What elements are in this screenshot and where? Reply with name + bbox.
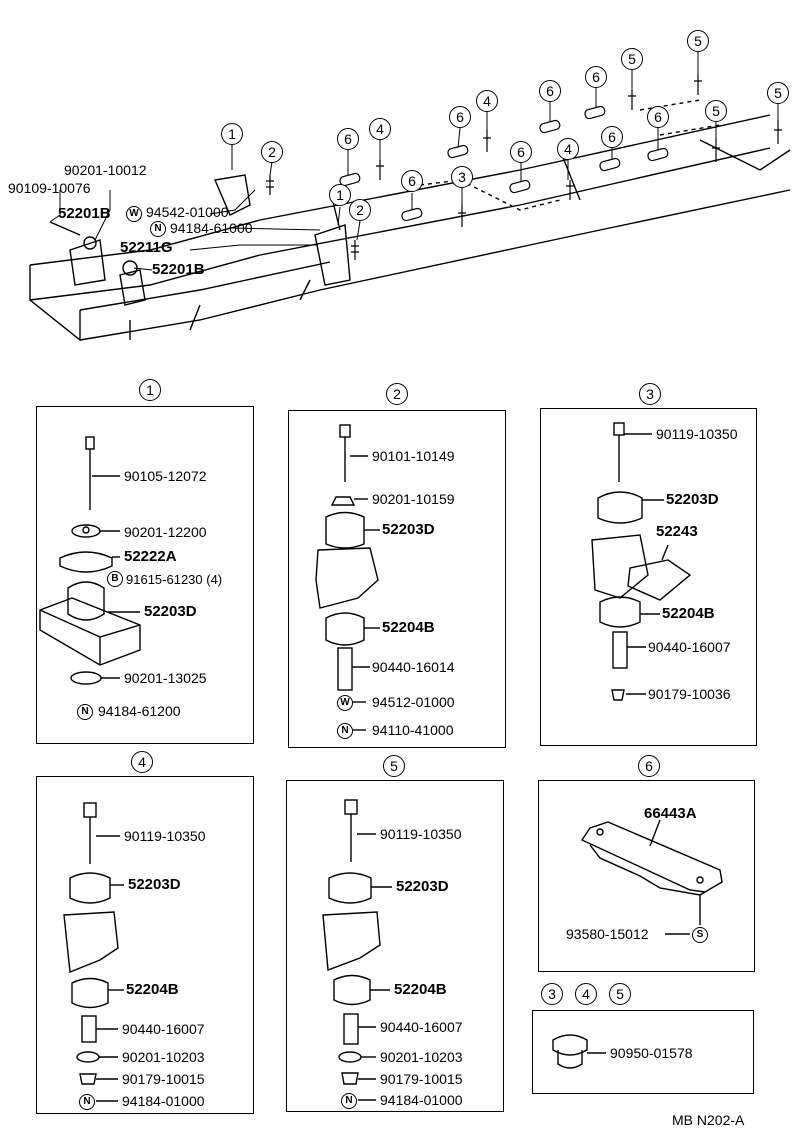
- panel-6-drawing: [580, 819, 723, 935]
- n-symbol: N: [79, 1094, 95, 1110]
- panel-7-title-3: 3: [541, 983, 563, 1005]
- n-symbol: N: [341, 1093, 357, 1109]
- part-label-52211G: 52211G: [120, 239, 173, 256]
- part-label-90201-10159: 90201-10159: [372, 491, 455, 507]
- part-label-90201-13025: 90201-13025: [124, 670, 207, 686]
- part-label-94512-01000: 94512-01000: [372, 694, 455, 710]
- part-label-90119-10350: 90119-10350: [656, 426, 738, 442]
- part-label-52204B: 52204B: [662, 605, 715, 622]
- part-label-90950-01578: 90950-01578: [610, 1045, 693, 1061]
- part-label-90105-12072: 90105-12072: [124, 468, 207, 484]
- part-label-94184-01000: 94184-01000: [122, 1093, 205, 1109]
- part-label-90179-10015: 90179-10015: [380, 1071, 463, 1087]
- w-symbol: W: [337, 695, 353, 711]
- part-label-94184-01000: 94184-01000: [380, 1092, 463, 1108]
- part-label-90440-16007: 90440-16007: [648, 639, 731, 655]
- panel-7-title-4: 4: [575, 983, 597, 1005]
- panel-1: [36, 406, 254, 744]
- callout-6: 6: [647, 106, 669, 128]
- callout-3: 3: [451, 166, 473, 188]
- b-symbol: B: [107, 571, 123, 587]
- part-label-90201-10203: 90201-10203: [380, 1049, 463, 1065]
- part-label-90119-10350: 90119-10350: [124, 828, 206, 844]
- callout-6: 6: [449, 106, 471, 128]
- callout-1: 1: [329, 184, 351, 206]
- part-label-52222A: 52222A: [124, 548, 177, 565]
- panel-1-title: 1: [139, 379, 161, 401]
- w-symbol: W: [126, 206, 142, 222]
- panel-2-drawing: [315, 424, 380, 731]
- part-label-90201-10012: 90201-10012: [64, 162, 147, 178]
- part-label-52204B: 52204B: [382, 619, 435, 636]
- part-label-52203D: 52203D: [128, 876, 181, 893]
- part-label-90101-10149: 90101-10149: [372, 448, 455, 464]
- n-symbol: N: [150, 221, 166, 237]
- callout-4: 4: [369, 118, 391, 140]
- part-label-52203D: 52203D: [666, 491, 719, 508]
- callout-4: 4: [557, 138, 579, 160]
- part-label-52201B: 52201B: [58, 205, 111, 222]
- panel-6-title: 6: [638, 755, 660, 777]
- callout-6: 6: [539, 80, 561, 102]
- part-label-94542-01000: 94542-01000: [146, 204, 229, 220]
- part-label-90179-10036: 90179-10036: [648, 686, 731, 702]
- part-label-52203D: 52203D: [144, 603, 197, 620]
- part-label-66443A: 66443A: [644, 805, 697, 822]
- callout-6: 6: [401, 170, 423, 192]
- frame-overview-drawing: [29, 52, 791, 342]
- part-label-90109-10076: 90109-10076: [8, 180, 91, 196]
- panel-2-title: 2: [386, 383, 408, 405]
- panel-2: [288, 410, 506, 748]
- callout-2: 2: [261, 141, 283, 163]
- part-label-91615-61230: 91615-61230 (4): [126, 572, 223, 587]
- panel-5: [286, 780, 504, 1112]
- panel-4-drawing: [63, 802, 124, 1102]
- part-label-94184-61200: 94184-61200: [98, 703, 181, 719]
- panel-3: [540, 408, 757, 746]
- part-label-52204B: 52204B: [394, 981, 447, 998]
- n-symbol: N: [337, 723, 353, 739]
- panel-7-title-5: 5: [609, 983, 631, 1005]
- part-label-90440-16007: 90440-16007: [122, 1021, 205, 1037]
- panel-6: [538, 780, 755, 972]
- callout-2: 2: [349, 199, 371, 221]
- callout-6: 6: [585, 66, 607, 88]
- panel-3-drawing: [591, 422, 692, 701]
- panel-7: [532, 1010, 754, 1094]
- panel-1-drawing: [39, 436, 141, 685]
- callout-5: 5: [705, 100, 727, 122]
- part-label-90179-10015: 90179-10015: [122, 1071, 205, 1087]
- part-label-90201-12200: 90201-12200: [124, 524, 207, 540]
- panel-4: [36, 776, 254, 1114]
- n-symbol: N: [77, 704, 93, 720]
- callout-4: 4: [476, 90, 498, 112]
- callout-6: 6: [337, 128, 359, 150]
- part-label-93580-15012: 93580-15012: [566, 926, 649, 942]
- callout-5: 5: [767, 82, 789, 104]
- callout-5: 5: [621, 48, 643, 70]
- part-label-52243: 52243: [656, 523, 698, 540]
- part-label-52203D: 52203D: [382, 521, 435, 538]
- callout-6: 6: [510, 141, 532, 163]
- panel-5-drawing: [322, 799, 392, 1101]
- panel-3-title: 3: [639, 383, 661, 405]
- diagram-code: MB N202-A: [672, 1112, 745, 1128]
- part-label-52204B: 52204B: [126, 981, 179, 998]
- part-label-90440-16007: 90440-16007: [380, 1019, 463, 1035]
- part-label-90201-10203: 90201-10203: [122, 1049, 205, 1065]
- part-label-94184-61000: 94184-61000: [170, 220, 253, 236]
- part-label-90440-16014: 90440-16014: [372, 659, 455, 675]
- panel-5-title: 5: [383, 755, 405, 777]
- panel-7-drawing: [552, 1034, 606, 1069]
- callout-6: 6: [601, 126, 623, 148]
- callout-5: 5: [687, 30, 709, 52]
- s-symbol: S: [692, 927, 708, 943]
- part-label-94110-41000: 94110-41000: [372, 722, 454, 738]
- part-label-90119-10350: 90119-10350: [380, 826, 462, 842]
- part-label-52203D: 52203D: [396, 878, 449, 895]
- callout-1: 1: [221, 123, 243, 145]
- panel-4-title: 4: [131, 751, 153, 773]
- part-label-52201B: 52201B: [152, 261, 205, 278]
